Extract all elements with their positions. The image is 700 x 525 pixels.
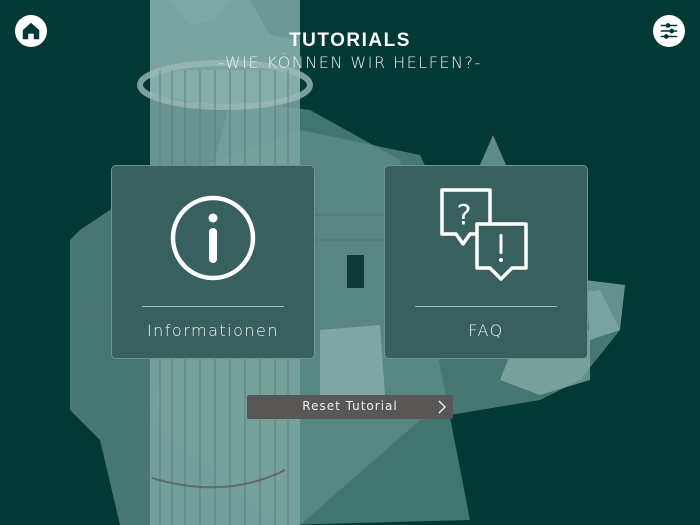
informationen-label: Informationen bbox=[146, 321, 280, 340]
informationen-card[interactable]: Informationen bbox=[111, 165, 315, 359]
card-icon-container: ? bbox=[385, 166, 587, 306]
faq-label: FAQ bbox=[468, 321, 504, 340]
card-divider bbox=[142, 306, 284, 307]
sliders-icon bbox=[660, 23, 678, 39]
page-subtitle: -WIE KÖNNEN WIR HELFEN?- bbox=[218, 53, 482, 72]
chevron-right-icon bbox=[438, 400, 446, 414]
card-icon-container bbox=[112, 166, 314, 306]
home-button[interactable] bbox=[15, 15, 47, 47]
card-divider bbox=[415, 306, 557, 307]
faq-card[interactable]: ? FAQ bbox=[384, 165, 588, 359]
home-icon bbox=[22, 22, 40, 40]
page-title: TUTORIALS bbox=[289, 30, 411, 51]
question-exclamation-bubbles-icon: ? bbox=[440, 188, 528, 281]
reset-tutorial-button[interactable]: Reset Tutorial bbox=[247, 395, 453, 419]
settings-button[interactable] bbox=[653, 15, 685, 47]
info-circle-icon bbox=[170, 195, 256, 281]
page-header: TUTORIALS -WIE KÖNNEN WIR HELFEN?- bbox=[0, 30, 700, 73]
svg-text:?: ? bbox=[457, 198, 472, 231]
reset-tutorial-label: Reset Tutorial bbox=[302, 399, 398, 413]
